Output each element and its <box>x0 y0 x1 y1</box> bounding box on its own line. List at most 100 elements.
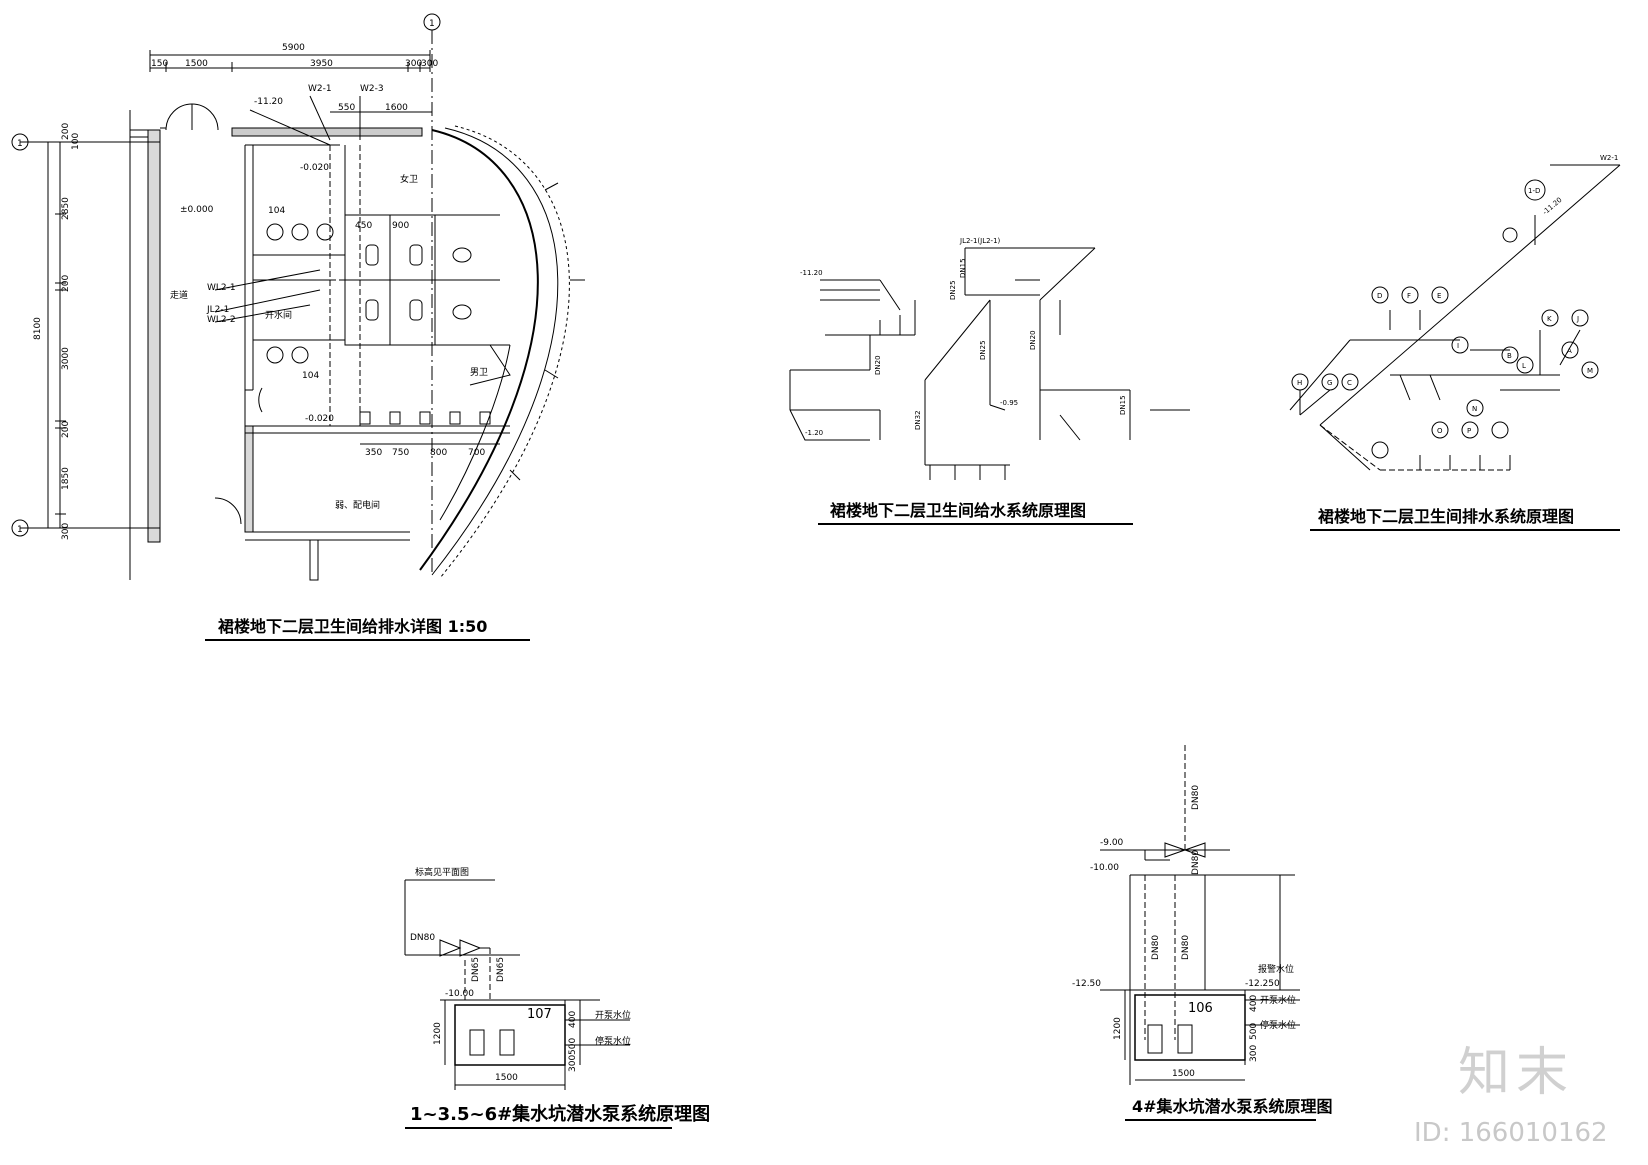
supply-dn-4: DN32 <box>914 410 922 430</box>
drainage-node-1: D <box>1377 292 1382 300</box>
supply-dn-1: DN25 <box>979 340 987 360</box>
plan-dim-900: 900 <box>392 221 409 231</box>
drainage-node-13: M <box>1587 367 1593 375</box>
plan-dim-300b: 300 <box>421 59 438 69</box>
pump4-title: 4#集水坑潜水泵系统原理图 <box>1132 1097 1333 1116</box>
pump4-dn-up: DN80 <box>1191 785 1201 810</box>
plan-dim-300a: 300 <box>405 59 422 69</box>
pump4-elev-r: -12.250 <box>1245 979 1280 989</box>
plan-title: 裙楼地下二层卫生间给排水详图 1:50 <box>218 617 487 636</box>
plan-axis-left-bottom: 1 <box>17 525 23 535</box>
pump4-diagram <box>1100 745 1300 1085</box>
drainage-axis: 1-D <box>1528 187 1540 195</box>
pump4-start: 开泵水位 <box>1260 994 1296 1006</box>
drainage-node-5: G <box>1327 379 1332 387</box>
pump1-htotal: 1200 <box>433 1022 443 1045</box>
pump1-note: 标高见平面图 <box>415 866 469 878</box>
plan-labels: 5900 150 1500 3950 300 300 1 1 1 W2-1 W2… <box>17 19 488 540</box>
plan-room-clean: 开水间 <box>265 309 292 321</box>
supply-dn-5: DN25 <box>949 280 957 300</box>
pump1-stop: 停泵水位 <box>595 1035 631 1047</box>
watermark-id: ID: 166010162 <box>1414 1118 1608 1148</box>
drainage-node-6: C <box>1347 379 1352 387</box>
plan-room-female: 女卫 <box>400 173 418 185</box>
pump4-elev-top: -9.00 <box>1100 838 1124 848</box>
plan-pipe-wl2: WL2-2 <box>207 315 236 325</box>
pump1-pit: 107 <box>527 1007 552 1022</box>
supply-riser: JL2-1(JL2-1) <box>959 237 1001 245</box>
pump4-pit: 106 <box>1188 1001 1213 1016</box>
pump4-stop: 停泵水位 <box>1260 1019 1296 1031</box>
pump1-h2: 500 <box>568 1038 578 1055</box>
plan-dim-750: 750 <box>392 448 409 458</box>
plan-dim-left-200c: 200 <box>61 421 71 438</box>
drainage-node-11: A <box>1567 347 1572 355</box>
plan-room-equip: 弱、配电间 <box>335 499 380 511</box>
plan-pipe-w1: W2-1 <box>308 84 332 94</box>
plan-dim-left-2850: 2850 <box>61 197 71 220</box>
plan-pipe-w3: W2-3 <box>360 84 384 94</box>
pump4-elev-mid: -10.00 <box>1090 863 1119 873</box>
drainage-node-4: H <box>1297 379 1302 387</box>
drainage-node-8: J <box>1576 315 1579 323</box>
plan-dim-left-100: 100 <box>71 133 81 150</box>
plan-pipe-wl1: WL2-1 <box>207 283 236 293</box>
pump1-w: 1500 <box>495 1073 518 1083</box>
pump1-h3: 300 <box>568 1055 578 1072</box>
drainage-node-2: F <box>1407 292 1411 300</box>
plan-dim-total: 5900 <box>282 43 305 53</box>
pump1-dn65a: DN65 <box>471 957 481 982</box>
drainage-node-9: I <box>1457 342 1459 350</box>
pump1-h1: 400 <box>568 1011 578 1028</box>
pump4-dn-a: DN80 <box>1151 935 1161 960</box>
supply-dn-7: DN15 <box>1119 395 1127 415</box>
drainage-node-14: N <box>1472 405 1477 413</box>
pump4-warn: 报警水位 <box>1258 963 1294 975</box>
plan-dim-550: 550 <box>338 103 355 113</box>
plan-elev-b: ±0.000 <box>180 205 214 215</box>
plan-dim-left-300: 300 <box>61 523 71 540</box>
supply-elev-3: -0.95 <box>1000 399 1018 407</box>
drainage-labels: W2-1 -11.20 1-D D F E H G C K J I B A L … <box>1297 154 1618 435</box>
plan-room-male: 男卫 <box>470 367 488 378</box>
plan-elev-top: -11.20 <box>254 97 283 107</box>
pump1-diagram <box>404 879 630 1090</box>
plan-dim-left-200a: 200 <box>61 123 71 140</box>
drainage-node-16: P <box>1467 427 1471 435</box>
pump1-dn80: DN80 <box>410 933 435 943</box>
drainage-node-7: K <box>1547 315 1552 323</box>
supply-labels: JL2-1(JL2-1) DN25 DN20 DN15 DN32 DN25 DN… <box>800 237 1127 437</box>
drainage-elev: -11.20 <box>1541 196 1563 217</box>
pump4-dn-b: DN80 <box>1181 935 1191 960</box>
plan-dim-left-200b: 200 <box>61 275 71 292</box>
supply-elev-1: -11.20 <box>800 269 823 277</box>
pump4-h3: 300 <box>1249 1045 1259 1062</box>
plan-dim-3950: 3950 <box>310 59 333 69</box>
plan-elev-c: -0.020 <box>305 414 334 424</box>
supply-dn-6: DN20 <box>874 355 882 375</box>
plan-room-corr: 走道 <box>170 289 188 301</box>
plan-axis-left-top: 1 <box>17 139 23 149</box>
watermark-logo: 知末 <box>1458 1043 1575 1103</box>
supply-diagram <box>789 247 1190 480</box>
plan-pipe-jl: JL2-1 <box>206 305 229 315</box>
plan-dim-700: 700 <box>468 448 485 458</box>
pump1-dn65b: DN65 <box>496 957 506 982</box>
pump1-title: 1~3.5~6#集水坑潜水泵系统原理图 <box>410 1103 710 1125</box>
drainage-node-15: O <box>1437 427 1443 435</box>
supply-dn-2: DN20 <box>1029 330 1037 350</box>
plan-dim-450: 450 <box>355 221 372 231</box>
pump4-w: 1500 <box>1172 1069 1195 1079</box>
plan-label-104b: 104 <box>302 371 319 381</box>
plan-dim-1600: 1600 <box>385 103 408 113</box>
supply-elev-2: -1.20 <box>805 429 823 437</box>
pump1-start: 开泵水位 <box>595 1009 631 1021</box>
plan-elev-a: -0.020 <box>300 163 329 173</box>
pump1-labels: 标高见平面图 DN80 DN65 DN65 -10.00 107 400 500… <box>410 866 631 1083</box>
plan-dim-left-1850: 1850 <box>61 467 71 490</box>
pump4-h1: 400 <box>1249 995 1259 1012</box>
plan-label-104a: 104 <box>268 206 285 216</box>
pump4-dn-r: DN80 <box>1191 850 1201 875</box>
plan-dim-left-3000: 3000 <box>61 347 71 370</box>
